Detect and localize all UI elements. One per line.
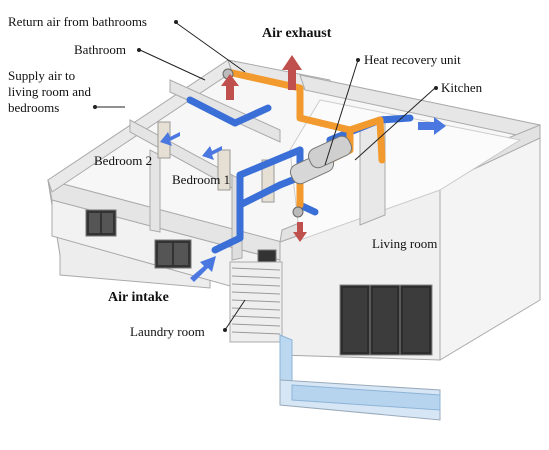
light-well-glass (279, 334, 293, 386)
label-air-intake: Air intake (108, 290, 169, 305)
label-air-exhaust: Air exhaust (262, 26, 332, 41)
label-return-air: Return air from bathrooms (8, 14, 147, 29)
label-bathroom: Bathroom (74, 42, 126, 57)
basement-front (291, 384, 441, 411)
leader-lines (95, 21, 436, 331)
supply-arrow-kitchen (418, 117, 446, 135)
label-heat-recovery-unit: Heat recovery unit (364, 52, 461, 67)
label-laundry-room: Laundry room (130, 324, 205, 339)
exhaust-arrow-bathroom (221, 74, 239, 100)
intake-valve (292, 206, 304, 218)
label-supply-air-line3: bedrooms (8, 100, 60, 115)
label-kitchen: Kitchen (441, 80, 483, 95)
label-living-room: Living room (372, 236, 438, 251)
supply-arrow-bedroom-2 (160, 132, 180, 146)
label-bedroom-2: Bedroom 2 (94, 153, 153, 168)
exhaust-arrow-down (293, 222, 307, 242)
label-supply-air-line1: Supply air to (8, 68, 76, 83)
exhaust-arrow-top (282, 55, 302, 90)
label-bedroom-1: Bedroom 1 (172, 172, 231, 187)
label-supply-air-line2: living room and (8, 84, 92, 99)
supply-arrow-bedroom-1 (202, 146, 222, 160)
partition-2 (149, 149, 161, 233)
intake-louvres (229, 261, 283, 343)
intake-arrow (190, 256, 216, 282)
partition-4 (169, 79, 281, 143)
door-bedroom-1 (217, 149, 231, 191)
heat-recovery-unit (289, 135, 353, 185)
